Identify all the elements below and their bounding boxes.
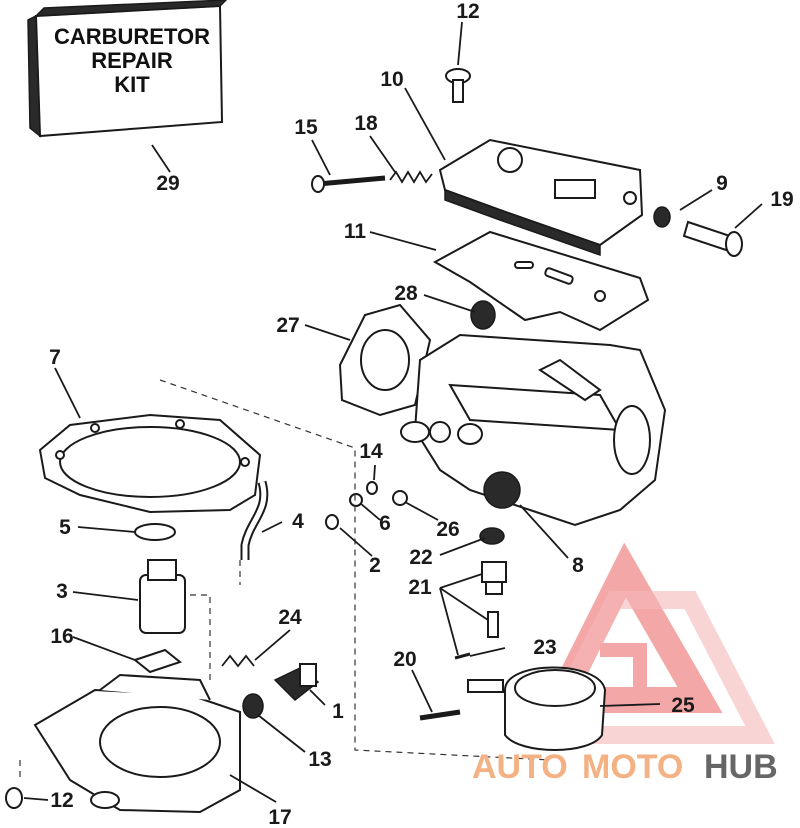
callout-10: 10 [380,68,403,91]
carburetor-body [400,333,667,527]
float-bowl-17 [33,673,241,814]
callout-24: 24 [278,606,302,629]
callout-12-top: 12 [456,0,479,23]
callout-19: 19 [770,188,793,211]
carburetor-cover-10 [438,138,644,257]
callout-25: 25 [671,694,695,717]
callout-8: 8 [572,554,584,577]
kit-line-1: CARBURETOR [54,24,210,49]
watermark-moto: MOTO [582,748,683,786]
callout-20: 20 [393,648,416,671]
gasket-27 [338,303,432,417]
kit-line-2: REPAIR [91,48,173,73]
callout-5: 5 [59,516,71,539]
watermark-hub: HUB [704,748,778,786]
callout-4: 4 [292,510,304,533]
callout-16: 16 [50,625,73,648]
kit-line-3: KIT [114,72,150,97]
callout-27: 27 [276,314,299,337]
small-parts [5,68,743,809]
callout-29: 29 [156,172,179,195]
callout-6: 6 [379,512,391,535]
callout-15: 15 [294,116,318,139]
carburetor-repair-kit-box: CARBURETOR REPAIR KIT [27,0,228,138]
callout-22: 22 [409,546,432,569]
callout-1: 1 [332,700,344,723]
assembly-lines [19,379,551,780]
gasket-11 [432,230,650,332]
watermark-text: AUTO MOTO HUB [472,748,778,786]
leader-lines [23,21,763,803]
gasket-7 [38,413,262,514]
callout-18: 18 [354,112,378,135]
callout-21: 21 [408,576,432,599]
callout-12-bottom: 12 [50,789,73,812]
callout-14: 14 [359,440,383,463]
callout-11: 11 [344,220,367,243]
callout-17: 17 [268,806,291,828]
callout-28: 28 [394,282,418,305]
callout-7: 7 [49,346,61,369]
callout-13: 13 [308,748,331,771]
callout-labels: 12 10 15 18 9 19 11 28 27 29 7 5 4 3 16 … [49,0,794,828]
float-25 [504,666,607,751]
callout-3: 3 [56,580,68,603]
callout-23: 23 [533,636,556,659]
callout-26: 26 [436,518,459,541]
watermark-auto: AUTO [472,748,568,786]
callout-2: 2 [369,554,381,577]
callout-9: 9 [716,172,728,195]
